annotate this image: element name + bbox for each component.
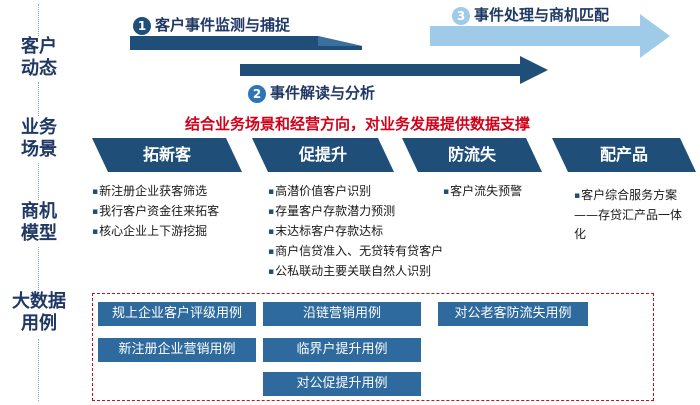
- scenario-1: 拓新客: [92, 138, 242, 172]
- scenario-3: 防流失: [402, 138, 542, 172]
- phase-2-number: 2: [248, 84, 266, 103]
- connector-line: [38, 339, 39, 401]
- use-case-2: 新注册企业营销用例: [98, 338, 256, 362]
- phase-3-number: 3: [452, 6, 470, 25]
- connector-line: [38, 82, 39, 116]
- connector-line: [38, 4, 39, 36]
- use-case-3: 沿链营销用例: [263, 302, 421, 326]
- use-case-5: 对公促提升用例: [263, 372, 421, 396]
- phase-arrow-1-tail: [318, 36, 362, 46]
- phase-3-label: 事件处理与商机匹配: [474, 6, 610, 24]
- scenario-2-title: 促提升: [298, 145, 347, 164]
- phase-1-label: 客户事件监测与捕捉: [155, 16, 291, 34]
- scenario-shape-4: [552, 138, 696, 172]
- list-item: 我行客户资金往来拓客: [92, 202, 219, 222]
- list-item: 存量客户存款潜力预测: [268, 202, 443, 222]
- row-label-customer-dynamics: 客户动态: [21, 36, 57, 79]
- list-item: 客户流失预警: [443, 182, 522, 202]
- row-label-business-scenarios: 业务场景: [21, 117, 57, 160]
- row-label-opportunity-models: 商机模型: [21, 201, 57, 244]
- list-item: 商户信贷准入、无贷转有贷客户: [268, 242, 443, 262]
- scenario-4-list: 客户综合服务方案——存贷汇产品一体化: [574, 186, 692, 244]
- list-item: 公私联动主要关联自然人识别: [268, 262, 443, 282]
- list-item: 高潜价值客户识别: [268, 182, 443, 202]
- list-item: 客户综合服务方案——存贷汇产品一体化: [574, 186, 692, 244]
- use-case-container: [92, 293, 654, 401]
- scenario-4: 配产品: [552, 138, 696, 172]
- use-case-1: 规上企业客户评级用例: [98, 302, 256, 326]
- use-case-6: 对公老客防流失用例: [438, 302, 588, 326]
- row-label-big-data-cases: 大数据用例: [12, 291, 66, 334]
- scenario-2-list: 高潜价值客户识别 存量客户存款潜力预测 末达标客户存款达标 商户信贷准入、无贷转…: [268, 182, 443, 282]
- phase-2-label: 事件解读与分析: [270, 84, 376, 102]
- scenario-shape-2: [252, 138, 394, 172]
- phase-1-number: 1: [133, 16, 151, 35]
- use-case-4: 临界户提升用例: [263, 338, 421, 362]
- list-item: 末达标客户存款达标: [268, 222, 443, 242]
- scenario-4-title: 配产品: [599, 145, 648, 164]
- headline: 结合业务场景和经营方向，对业务发展提供数据支撑: [185, 115, 531, 133]
- connector-line: [38, 163, 39, 200]
- phase-arrow-3: [430, 14, 670, 58]
- phase-arrow-1: [130, 36, 362, 50]
- scenario-shape-1: [92, 138, 242, 172]
- scenario-1-title: 拓新客: [142, 145, 191, 164]
- scenario-3-list: 客户流失预警: [443, 182, 522, 202]
- scenario-1-list: 新注册企业获客筛选 我行客户资金往来拓客 核心企业上下游挖掘: [92, 182, 219, 242]
- scenario-shape-3: [402, 138, 542, 172]
- phase-arrow-2: [240, 56, 548, 84]
- list-item: 新注册企业获客筛选: [92, 182, 219, 202]
- scenario-2: 促提升: [252, 138, 394, 172]
- scenario-3-title: 防流失: [447, 145, 496, 164]
- scenario-shapes: [92, 138, 696, 172]
- list-item: 核心企业上下游挖掘: [92, 222, 219, 242]
- phase-arrows: [130, 14, 670, 84]
- connector-line: [38, 247, 39, 290]
